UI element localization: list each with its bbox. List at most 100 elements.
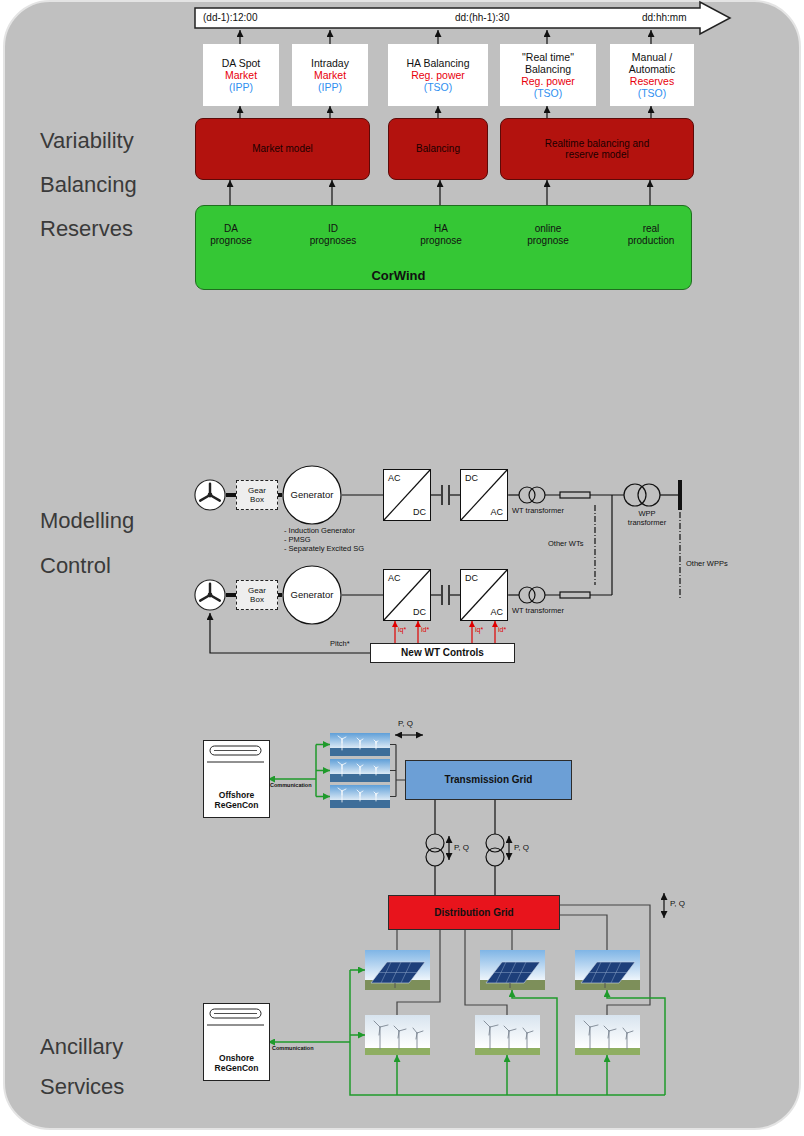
node-text: AC	[490, 607, 503, 617]
edge-label: iq*	[398, 626, 406, 634]
gearbox-box: Gear Box	[236, 580, 278, 610]
node-text: Generator	[291, 590, 334, 601]
transformer-symbol	[624, 484, 646, 506]
solar-photo	[480, 950, 545, 990]
scroll-symbol	[210, 746, 261, 755]
wind-photo	[575, 1015, 640, 1055]
node-text: DC	[465, 473, 478, 483]
connector	[546, 180, 547, 207]
busbar	[678, 480, 682, 510]
node-text: DA prognose	[203, 223, 259, 246]
transformer-fill	[486, 848, 504, 866]
time-arrow	[437, 30, 438, 44]
node-text: New WT Controls	[401, 647, 484, 659]
wind-photo	[475, 1015, 540, 1055]
time-arrow	[650, 30, 651, 44]
flow-label: P, Q	[670, 899, 685, 908]
generator-circle: Generator	[282, 465, 342, 525]
prognosis-item: DA prognose	[203, 207, 259, 257]
time-arrow	[546, 30, 547, 44]
model-box: Realtime balancing and reserve model	[500, 118, 694, 180]
node-text: Distribution Grid	[434, 907, 513, 919]
feeder-line	[396, 930, 397, 950]
node-text: DC	[413, 507, 426, 517]
node-text: Reg. power	[411, 69, 465, 81]
communication-line	[350, 969, 365, 971]
communication-line	[316, 744, 330, 746]
scroll-symbol	[210, 1009, 261, 1018]
node-text: Reserves	[630, 75, 674, 87]
link-label: Communication	[272, 1045, 314, 1051]
communication-line	[316, 770, 330, 772]
node-text: AC	[388, 473, 401, 483]
capacitor-gap	[441, 486, 450, 504]
generator-type: - PMSG	[284, 536, 311, 545]
node-text: AC	[388, 573, 401, 583]
communication-line	[316, 796, 330, 798]
feeder-line	[560, 915, 607, 950]
rule-line	[207, 1025, 264, 1026]
connector	[229, 180, 230, 207]
diagonal-line	[384, 470, 430, 520]
node-text: CorWind	[371, 269, 425, 284]
timeframe-box: Manual / AutomaticReserves(TSO)	[610, 44, 694, 106]
connector	[546, 106, 547, 118]
rule-line	[207, 762, 264, 763]
timeframe-box: DA SpotMarket(IPP)	[203, 44, 279, 106]
edge-label: P, Q	[514, 843, 529, 852]
transformer-symbol	[529, 587, 545, 603]
transformer-symbol	[519, 587, 535, 603]
node-text: HA prognose	[413, 223, 469, 246]
wind-photo	[365, 1015, 430, 1055]
part-label: WT transformer	[512, 507, 564, 516]
node-text: (TSO)	[424, 81, 453, 93]
generator-type: - Separately Excited SG	[284, 545, 364, 554]
connector	[342, 594, 383, 595]
node-text: Gear Box	[245, 586, 269, 604]
node-text: Offshore ReGenCon	[207, 791, 266, 811]
document-icon	[204, 1004, 267, 1034]
transformer-symbol	[426, 848, 444, 866]
rotor-symbol	[195, 480, 225, 510]
wire	[508, 494, 519, 495]
wire	[508, 594, 519, 595]
capacitor-symbol	[441, 585, 443, 605]
communication-line	[606, 1055, 608, 1095]
connector	[342, 494, 383, 495]
corwind-band: CorWind DA prognose ID prognoses HA prognos…	[195, 205, 692, 290]
control-box: New WT Controls	[370, 643, 515, 663]
communication-line	[350, 970, 665, 1095]
feeder-line	[465, 930, 507, 1015]
rotor-symbol	[195, 580, 225, 610]
node-text: ID prognoses	[305, 223, 361, 246]
pitch-arrow	[210, 613, 370, 653]
section-label: Variability Balancing Reserves	[40, 119, 180, 251]
model-box: Balancing	[388, 118, 488, 180]
node-text: Onshore ReGenCon	[207, 1054, 266, 1074]
node-text: Market	[225, 69, 257, 81]
node-text: Intraday	[311, 57, 349, 69]
transformer-fill	[426, 848, 444, 866]
diagonal-line	[461, 570, 507, 620]
shaft	[226, 593, 236, 597]
part-label: Other WTs	[548, 540, 583, 549]
flow-arrow	[448, 836, 449, 860]
transformer-symbol	[638, 484, 660, 506]
communication-line	[506, 1055, 508, 1095]
time-arrow	[239, 30, 240, 44]
dash-dot-line	[679, 512, 680, 600]
solar-photo	[365, 950, 430, 990]
diagonal-line	[461, 470, 507, 520]
flow-arrow	[395, 734, 423, 735]
connector	[278, 493, 282, 497]
edge-label: id*	[498, 626, 506, 634]
flow-arrow	[663, 893, 664, 918]
node-text: Market model	[252, 143, 313, 155]
shaft	[226, 493, 236, 497]
node-text: Transmission Grid	[445, 774, 533, 786]
converter-box: DCAC	[460, 469, 508, 521]
node-text: (IPP)	[318, 81, 342, 93]
feeder-line	[390, 745, 405, 797]
node-text: Reg. power	[521, 75, 575, 87]
solar-photo	[575, 950, 640, 990]
